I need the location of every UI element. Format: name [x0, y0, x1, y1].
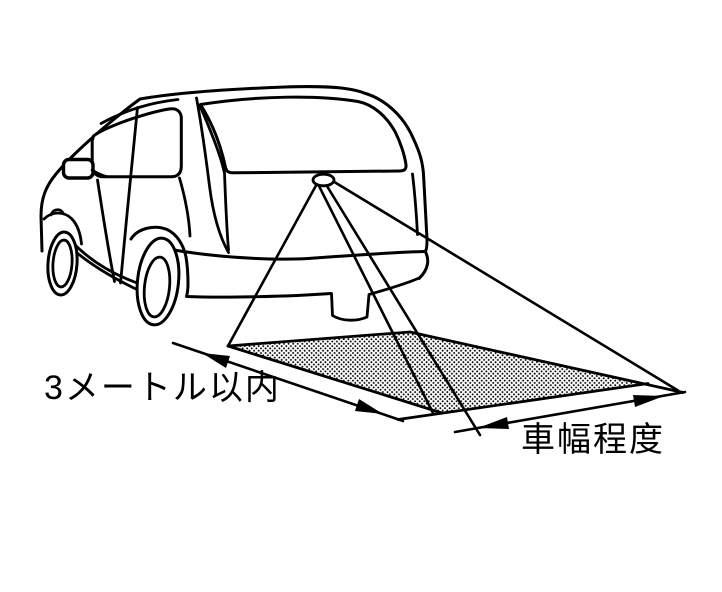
- door-seam-line-rear: [119, 106, 139, 285]
- area-edge-near: [226, 330, 412, 348]
- width-arrowhead-right: [633, 395, 664, 407]
- side-window: [90, 107, 183, 179]
- rear-wheel-inner: [142, 255, 172, 319]
- area-edge-right: [408, 330, 685, 394]
- side-mirror: [61, 157, 95, 180]
- width-arrowhead-left: [478, 417, 509, 429]
- body-corner-left: [195, 96, 230, 254]
- distance-arrowhead-right: [355, 399, 383, 414]
- headlight-line: [49, 208, 64, 217]
- field-line-left: [226, 184, 318, 348]
- detection-area-dotted-fill: [228, 332, 643, 413]
- rocker-line-upper: [72, 242, 142, 286]
- width-arrow: [453, 390, 687, 434]
- mirror-base-line: [90, 168, 109, 178]
- detection-area: [226, 330, 685, 421]
- roof-drip-line: [99, 98, 180, 125]
- field-line-mid-right: [324, 183, 482, 437]
- area-edge-left: [226, 344, 444, 415]
- vehicle-illustration: [39, 85, 430, 327]
- distance-arrow: [171, 341, 405, 423]
- rear-wheel-arch: [129, 225, 333, 299]
- front-wheel-inner: [51, 238, 74, 289]
- tailgate-left-edge: [198, 104, 230, 252]
- rear-right-wheel: [330, 276, 421, 322]
- rear-wheel-outer: [135, 236, 181, 327]
- width-label: 車幅程度: [521, 421, 665, 459]
- distance-arrowhead-left: [202, 353, 230, 368]
- field-line-mid-left: [317, 184, 435, 415]
- distance-label: 3メートル以内: [44, 369, 281, 407]
- bumper-right-corner: [417, 249, 430, 280]
- field-line-right: [332, 180, 680, 392]
- quarter-panel-crease: [178, 176, 192, 238]
- rocker-line-lower: [74, 250, 140, 292]
- bumper-top-line: [169, 248, 426, 261]
- rear-camera-icon: [311, 172, 336, 188]
- camera-field-lines: [226, 180, 680, 437]
- rear-window: [199, 95, 408, 175]
- rear-pillar-inner-line: [411, 172, 419, 236]
